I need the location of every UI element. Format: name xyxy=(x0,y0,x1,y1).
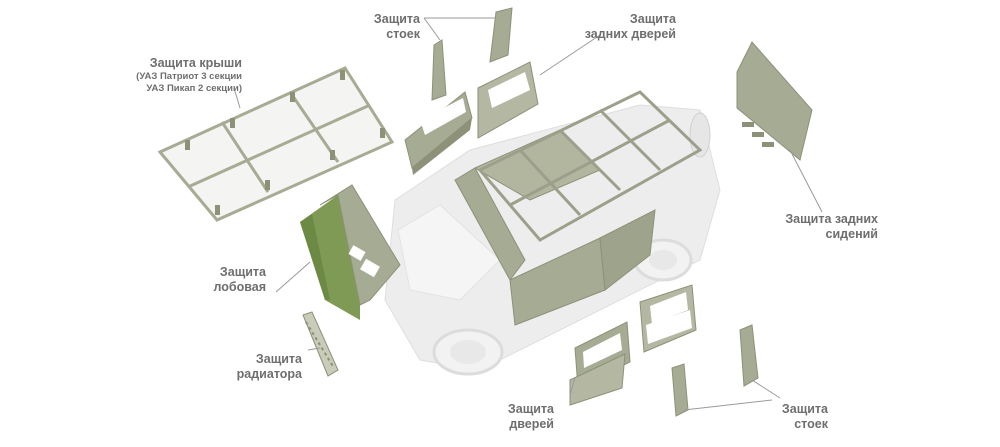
windshield-panel xyxy=(300,184,401,320)
label-windshield: Защита лобовая xyxy=(213,265,266,294)
top-pillar-panels xyxy=(431,7,513,101)
label-rear-doors: Защита задних дверей xyxy=(584,12,676,41)
mounted-roof-rack xyxy=(477,90,703,242)
label-roof: Защита крыши (УАЗ Патриот 3 секции УАЗ П… xyxy=(136,56,242,94)
front-door-panels xyxy=(569,284,697,406)
radiator-panel xyxy=(302,311,339,377)
label-doors: Защита дверей xyxy=(507,402,554,431)
label-pillars-bottom: Защита стоек xyxy=(781,402,828,431)
rear-seats-panel xyxy=(736,41,813,161)
roof-rack-panel xyxy=(157,66,395,222)
mounted-side-panels xyxy=(454,129,656,326)
label-pillars-top: Защита стоек xyxy=(373,12,420,41)
label-rear-seats: Защита задних сидений xyxy=(785,212,878,241)
bottom-pillar-panels xyxy=(671,324,759,417)
label-radiator: Защита радиатора xyxy=(236,352,302,381)
leader-lines xyxy=(233,17,823,411)
rear-door-panels xyxy=(404,61,539,175)
